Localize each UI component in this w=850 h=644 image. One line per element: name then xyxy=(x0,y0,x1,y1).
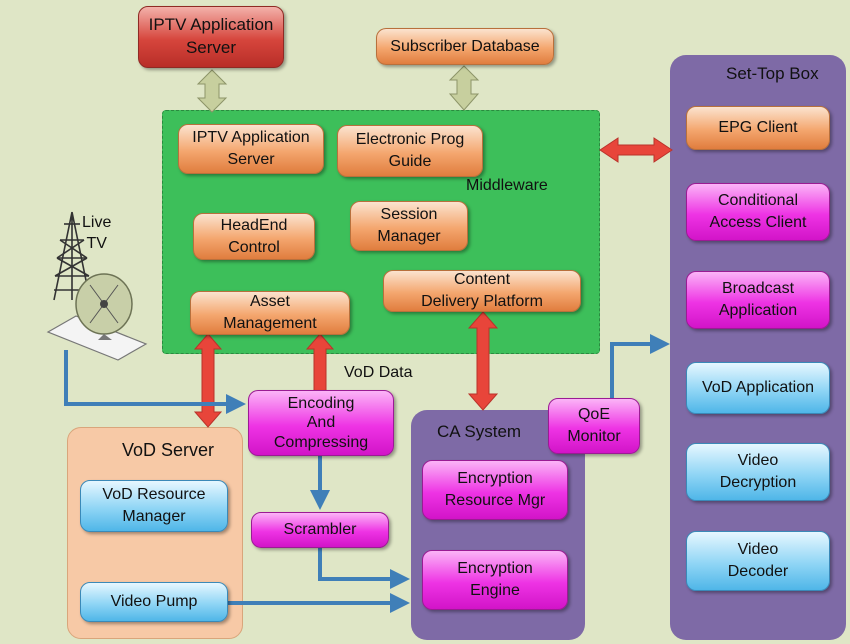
electronic-program-guide: Electronic Prog Guide xyxy=(337,125,483,177)
vod-resource-manager: VoD Resource Manager xyxy=(80,480,228,532)
red-arrow-asset-vod xyxy=(193,333,223,428)
content-delivery-platform: Content Delivery Platform xyxy=(383,270,581,312)
asset-management: Asset Management xyxy=(190,291,350,335)
session-manager: Session Manager xyxy=(350,201,468,251)
iptv-application-server-external: IPTV Application Server xyxy=(138,6,284,68)
vod-data-label: VoD Data xyxy=(344,364,413,381)
live-tv-label: Live TV xyxy=(82,214,112,252)
qoe-monitor: QoE Monitor xyxy=(548,398,640,454)
scrambler: Scrambler xyxy=(251,512,389,548)
encryption-engine: Encryption Engine xyxy=(422,550,568,610)
vod-application: VoD Application xyxy=(686,362,830,414)
red-arrow-middleware-stb xyxy=(599,137,673,163)
epg-client: EPG Client xyxy=(686,106,830,150)
video-pump: Video Pump xyxy=(80,582,228,622)
video-decoder: Video Decoder xyxy=(686,531,830,591)
conditional-access-client: Conditional Access Client xyxy=(686,183,830,241)
satellite-dish-icon xyxy=(46,273,148,361)
blue-link-scrambler-ca xyxy=(318,548,410,589)
live-tv-antenna-icon xyxy=(53,211,91,301)
olive-arrow-iptv xyxy=(196,69,228,113)
vod-server-title: VoD Server xyxy=(122,440,215,460)
headend-control: HeadEnd Control xyxy=(193,213,315,260)
broadcast-application: Broadcast Application xyxy=(686,271,830,329)
blue-link-qoe-stb xyxy=(610,334,670,398)
blue-link-livetv-encoding xyxy=(64,350,246,414)
encoding-and-compressing: Encoding And Compressing xyxy=(248,390,394,456)
set-top-box-title: Set-Top Box xyxy=(726,64,819,83)
red-arrow-cdp-ca xyxy=(467,311,499,411)
ca-system-title: CA System xyxy=(437,422,522,441)
olive-arrow-subscriber xyxy=(448,65,480,111)
middleware-iptv-application-server: IPTV Application Server xyxy=(178,124,324,174)
encryption-resource-manager: Encryption Resource Mgr xyxy=(422,460,568,520)
middleware-label: Middleware xyxy=(466,177,548,194)
subscriber-database: Subscriber Database xyxy=(376,28,554,65)
video-decryption: Video Decryption xyxy=(686,443,830,501)
red-arrow-encoding-asset xyxy=(305,333,335,393)
